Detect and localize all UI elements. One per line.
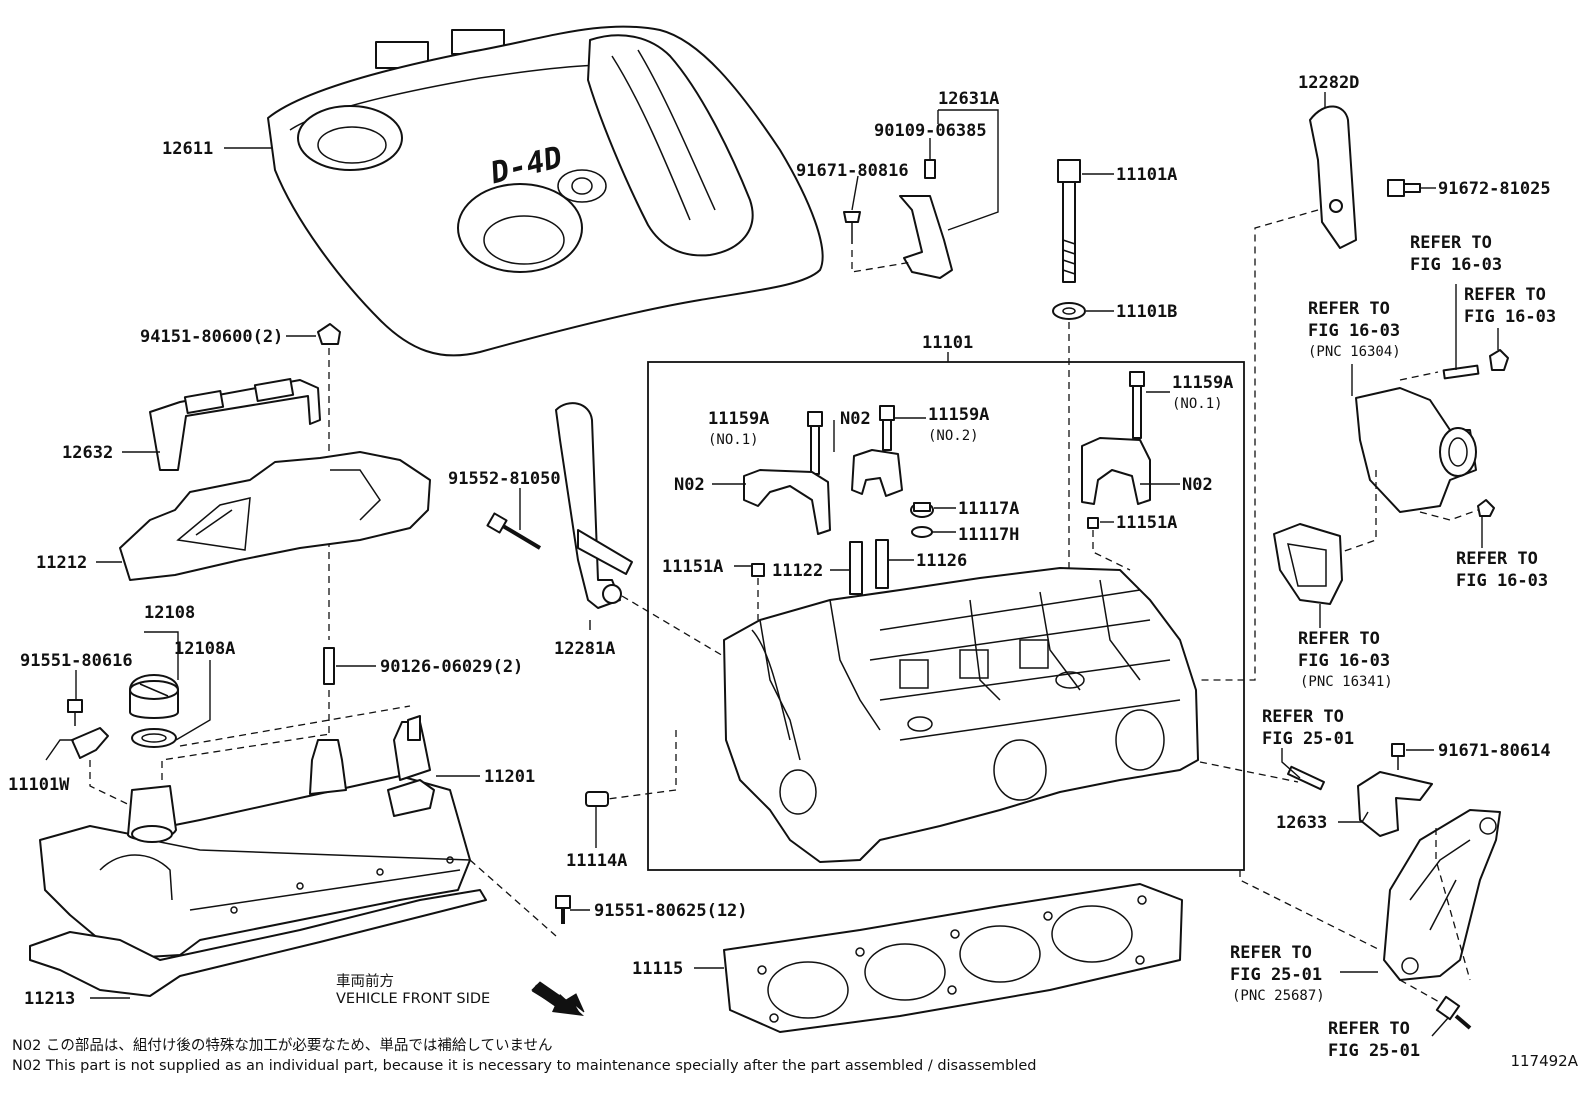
refer-8-line1: REFER TO xyxy=(1328,1019,1410,1039)
label-11114A: 11114A xyxy=(566,851,627,871)
label-11201: 11201 xyxy=(484,767,535,787)
note-n02-en: N02 This part is not supplied as an indi… xyxy=(12,1058,1037,1074)
refer-2-line2: FIG 16-03 xyxy=(1308,321,1400,341)
sensor-bracket-11101W xyxy=(67,699,141,811)
label-12282D: 12282D xyxy=(1298,73,1359,93)
label-11101: 11101 xyxy=(922,333,973,353)
label-12632: 12632 xyxy=(62,443,113,463)
cylinder-head-box xyxy=(647,352,1245,871)
engine-hanger-12281A xyxy=(555,402,731,661)
cover-stay-12631A xyxy=(843,159,953,279)
part-labels: 12611 12631A 90109-06385 91671-80816 111… xyxy=(8,73,1556,1061)
refer-5-line2: FIG 16-03 xyxy=(1298,651,1390,671)
refer-5-line3: (PNC 16341) xyxy=(1300,674,1393,690)
engine-cover: D-4D xyxy=(267,25,824,357)
refer-7-line3: (PNC 25687) xyxy=(1232,988,1325,1004)
leader-lines xyxy=(45,92,1499,1037)
refer-1-line2: FIG 16-03 xyxy=(1410,255,1502,275)
refer-5-line1: REFER TO xyxy=(1298,629,1380,649)
head-bolt-11101A xyxy=(1052,159,1086,680)
label-11117A: 11117A xyxy=(958,499,1019,519)
label-11115: 11115 xyxy=(632,959,683,979)
refer-6-line2: FIG 25-01 xyxy=(1262,729,1354,749)
label-11159A-mid: 11159A xyxy=(928,405,989,425)
label-91551-80616: 91551-80616 xyxy=(20,651,133,671)
sublabel-no1-left: (NO.1) xyxy=(708,432,759,448)
label-11151A-right: 11151A xyxy=(1116,513,1177,533)
vehicle-front-label-jp: 車両前方 xyxy=(336,974,394,990)
label-12108: 12108 xyxy=(144,603,195,623)
cylinder-head xyxy=(723,567,1199,863)
figure-id: 117492A xyxy=(1510,1052,1578,1070)
label-11159A-right: 11159A xyxy=(1172,373,1233,393)
label-11101W: 11101W xyxy=(8,775,70,795)
label-N02-mid: N02 xyxy=(840,409,871,429)
label-90109-06385: 90109-06385 xyxy=(874,121,987,141)
bracket-12633 xyxy=(1286,743,1433,837)
label-91551-80625: 91551-80625(12) xyxy=(594,901,748,921)
label-12281A: 12281A xyxy=(554,639,615,659)
camshaft-caps xyxy=(743,371,1151,620)
oil-filler-cap xyxy=(129,674,179,748)
refer-7-line2: FIG 25-01 xyxy=(1230,965,1322,985)
label-90126-06029: 90126-06029(2) xyxy=(380,657,523,677)
refer-8-line2: FIG 25-01 xyxy=(1328,1041,1420,1061)
label-11101B: 11101B xyxy=(1116,302,1177,322)
refer-4-line2: FIG 16-03 xyxy=(1456,571,1548,591)
engine-mount-bracket xyxy=(1383,809,1501,1030)
insulator-11212 xyxy=(119,451,431,581)
refer-3-line1: REFER TO xyxy=(1464,285,1546,305)
refer-7-line1: REFER TO xyxy=(1230,943,1312,963)
label-11126: 11126 xyxy=(916,551,967,571)
label-12108A: 12108A xyxy=(174,639,235,659)
refer-4-line1: REFER TO xyxy=(1456,549,1538,569)
label-N02-right: N02 xyxy=(1182,475,1213,495)
label-11117H: 11117H xyxy=(958,525,1019,545)
label-11151A-left: 11151A xyxy=(662,557,723,577)
bolt-91551-80625 xyxy=(555,895,571,924)
front-arrow-icon xyxy=(531,981,585,1016)
label-N02-left: N02 xyxy=(674,475,705,495)
engine-hanger-12282D xyxy=(1200,105,1421,681)
refer-2-line1: REFER TO xyxy=(1308,299,1390,319)
label-11212: 11212 xyxy=(36,553,87,573)
label-91671-80816: 91671-80816 xyxy=(796,161,909,181)
label-12631A: 12631A xyxy=(938,89,999,109)
water-outlet xyxy=(1335,349,1509,555)
label-11213: 11213 xyxy=(24,989,75,1009)
valve-cover-11201 xyxy=(39,705,557,959)
vehicle-front-label-en: VEHICLE FRONT SIDE xyxy=(336,991,491,1007)
label-91552-81050: 91552-81050 xyxy=(448,469,561,489)
refer-2-line3: (PNC 16304) xyxy=(1308,344,1401,360)
sublabel-no1-right: (NO.1) xyxy=(1172,396,1223,412)
sublabel-no2: (NO.2) xyxy=(928,428,979,444)
label-11101A: 11101A xyxy=(1116,165,1177,185)
stud-90126 xyxy=(323,647,335,734)
refer-3-line2: FIG 16-03 xyxy=(1464,307,1556,327)
label-12611: 12611 xyxy=(162,139,213,159)
refer-6-line1: REFER TO xyxy=(1262,707,1344,727)
bolt-91552 xyxy=(486,512,542,550)
label-91671-80614: 91671-80614 xyxy=(1438,741,1551,761)
label-91672-81025: 91672-81025 xyxy=(1438,179,1551,199)
head-gasket-11115 xyxy=(723,883,1183,1033)
valve-cover-gasket-11213 xyxy=(29,889,487,997)
label-11159A-left: 11159A xyxy=(708,409,769,429)
label-12633: 12633 xyxy=(1276,813,1327,833)
pin-11114A xyxy=(585,791,609,848)
water-outlet-gasket xyxy=(1273,523,1343,605)
refer-1-line1: REFER TO xyxy=(1410,233,1492,253)
label-11122: 11122 xyxy=(772,561,823,581)
note-n02-jp: N02 この部品は、組付け後の特殊な加工が必要なため、単品では補給していません xyxy=(12,1038,553,1054)
label-94151-80600: 94151-80600(2) xyxy=(140,327,283,347)
